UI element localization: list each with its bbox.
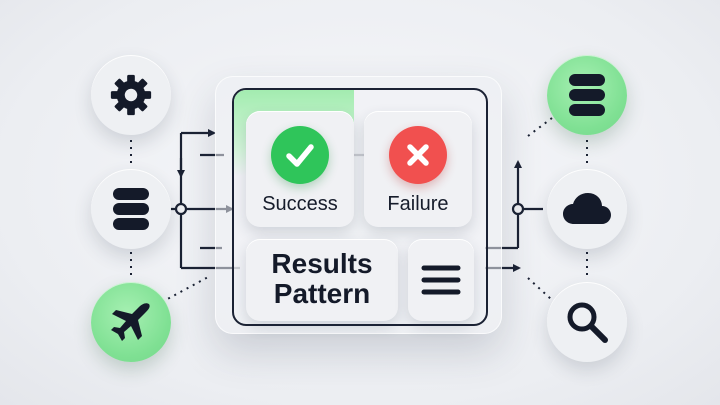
failure-badge (389, 126, 447, 184)
database-node-right[interactable] (547, 55, 627, 135)
search-node[interactable] (547, 282, 627, 362)
gear-icon (110, 74, 152, 116)
success-badge (271, 126, 329, 184)
database-icon (113, 188, 149, 230)
cloud-icon (563, 193, 611, 224)
results-title-line1: Results (271, 248, 373, 279)
airplane-icon (111, 303, 150, 341)
menu-card[interactable] (408, 239, 474, 321)
failure-label: Failure (387, 193, 449, 215)
check-icon (286, 144, 314, 167)
database-icon (569, 74, 605, 116)
success-label: Success (262, 193, 338, 215)
database-node-left[interactable] (91, 169, 171, 249)
airplane-node[interactable] (91, 282, 171, 362)
success-card[interactable]: Success (246, 111, 354, 227)
x-icon (407, 144, 429, 166)
cloud-node[interactable] (547, 169, 627, 249)
failure-card[interactable]: Failure (364, 111, 472, 227)
results-pattern-card[interactable]: Results Pattern (246, 239, 398, 321)
list-icon (421, 265, 461, 295)
results-title-line2: Pattern (273, 278, 371, 309)
gear-node[interactable] (91, 55, 171, 135)
search-icon (567, 302, 608, 343)
